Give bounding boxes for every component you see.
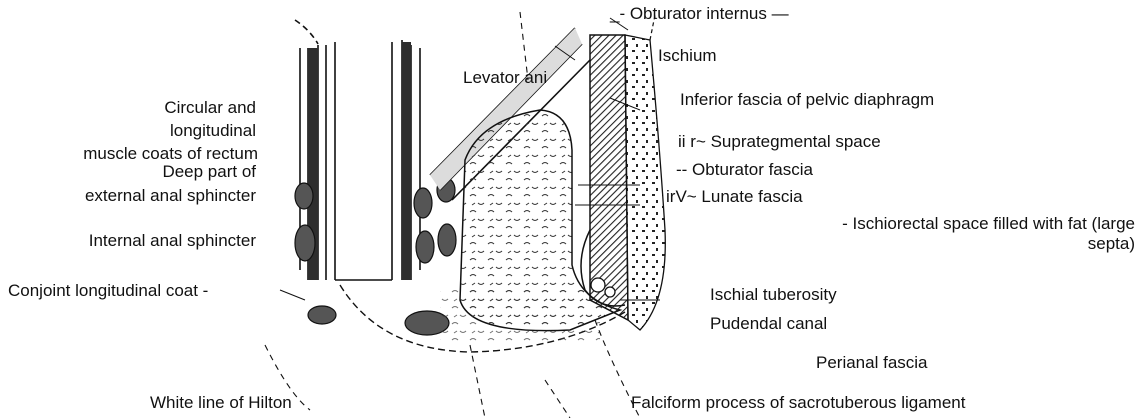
label-circular-line1: Circular and: [56, 98, 256, 117]
label-ischiorectal-line2: septa): [935, 234, 1135, 253]
sphincter-blobs: [295, 178, 456, 335]
label-inferior-fascia: Inferior fascia of pelvic diaphragm: [680, 90, 934, 109]
label-deep-part-line2: external anal sphincter: [0, 186, 256, 205]
label-circular-line2: longitudinal: [56, 121, 256, 140]
obturator-internus: [590, 35, 628, 320]
label-levator-ani: Levator ani: [463, 68, 547, 87]
label-obturator-internus: _- Obturator internus —: [610, 4, 789, 23]
muscle-coat-right: [402, 42, 411, 280]
label-circular-line3: muscle coats of rectum: [18, 144, 258, 163]
perianal-fat: [440, 290, 600, 345]
label-conjoint-coat: Conjoint longitudinal coat -: [8, 281, 208, 300]
label-ischium: Ischium: [658, 46, 717, 65]
label-falciform-process: Falciform process of sacrotuberous ligam…: [631, 393, 965, 412]
label-lunate-fascia: irV~ Lunate fascia: [666, 187, 803, 206]
dashed-outlines: [265, 12, 640, 418]
label-deep-part-line1: Deep part of: [56, 162, 256, 181]
label-white-line-hilton: White line of Hilton: [150, 393, 292, 412]
pudendal-vessel-1: [591, 278, 605, 292]
label-ischiorectal-line1: - Ischiorectal space filled with fat (la…: [655, 214, 1135, 233]
label-internal-anal-sphincter: Internal anal sphincter: [0, 231, 256, 250]
label-perianal-fascia: Perianal fascia: [816, 353, 928, 372]
label-ischial-tuberosity: Ischial tuberosity: [710, 285, 837, 304]
label-suprategmental-space: ii r~ Suprategmental space: [678, 132, 881, 151]
ischium-bone: [625, 35, 665, 330]
label-pudendal-canal: Pudendal canal: [710, 314, 827, 333]
label-obturator-fascia: -- Obturator fascia: [676, 160, 813, 179]
pudendal-vessel-2: [605, 287, 615, 297]
